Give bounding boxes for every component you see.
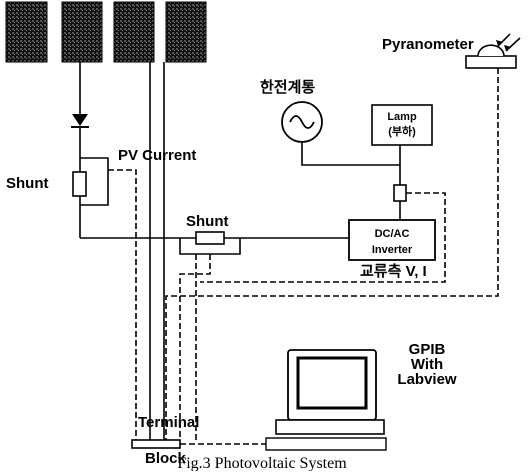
grid-line [301,142,400,166]
shunt-left-sense [80,157,109,206]
lamp-label: Lamp [387,111,417,123]
figure-caption: Fig.3 Photovoltaic System [177,455,347,471]
pyranometer-icon [465,33,521,69]
gpib-label: GPIB [409,341,446,358]
lamp-load-label: (부하) [388,124,416,138]
shunt-left-label: Shunt [6,175,49,192]
shunt-center-label: Shunt [186,213,229,230]
pyranometer-label: Pyranometer [382,36,474,53]
solar-panel-icon [5,1,207,63]
computer-icon [265,349,387,451]
terminal-block-bar [131,439,181,449]
ac-side-label: 교류측 V, I [360,263,427,280]
gpib-with-label: With [411,356,443,373]
grid-label: 한전계통 [260,79,315,96]
ac-shunt [393,184,407,202]
shunt-center-resistor [195,231,225,245]
ac-signal [200,192,446,283]
shunt-center-signal [179,254,211,440]
diode-icon [71,114,89,128]
pv-current-label: PV Current [118,147,196,164]
inverter-box [348,219,436,261]
ac-source-icon [281,101,323,143]
lamp-box [371,104,433,146]
pyranometer-signal [165,68,499,440]
gpib-labview-label: Labview [397,371,457,388]
inverter-label: DC/AC [375,228,410,240]
terminal-label: Terminal [138,414,199,431]
terminal-block-label: Block [145,450,187,467]
inverter-label-2: Inverter [372,244,413,256]
shunt-left-signal [108,169,137,440]
shunt-left-resistor [72,171,87,197]
